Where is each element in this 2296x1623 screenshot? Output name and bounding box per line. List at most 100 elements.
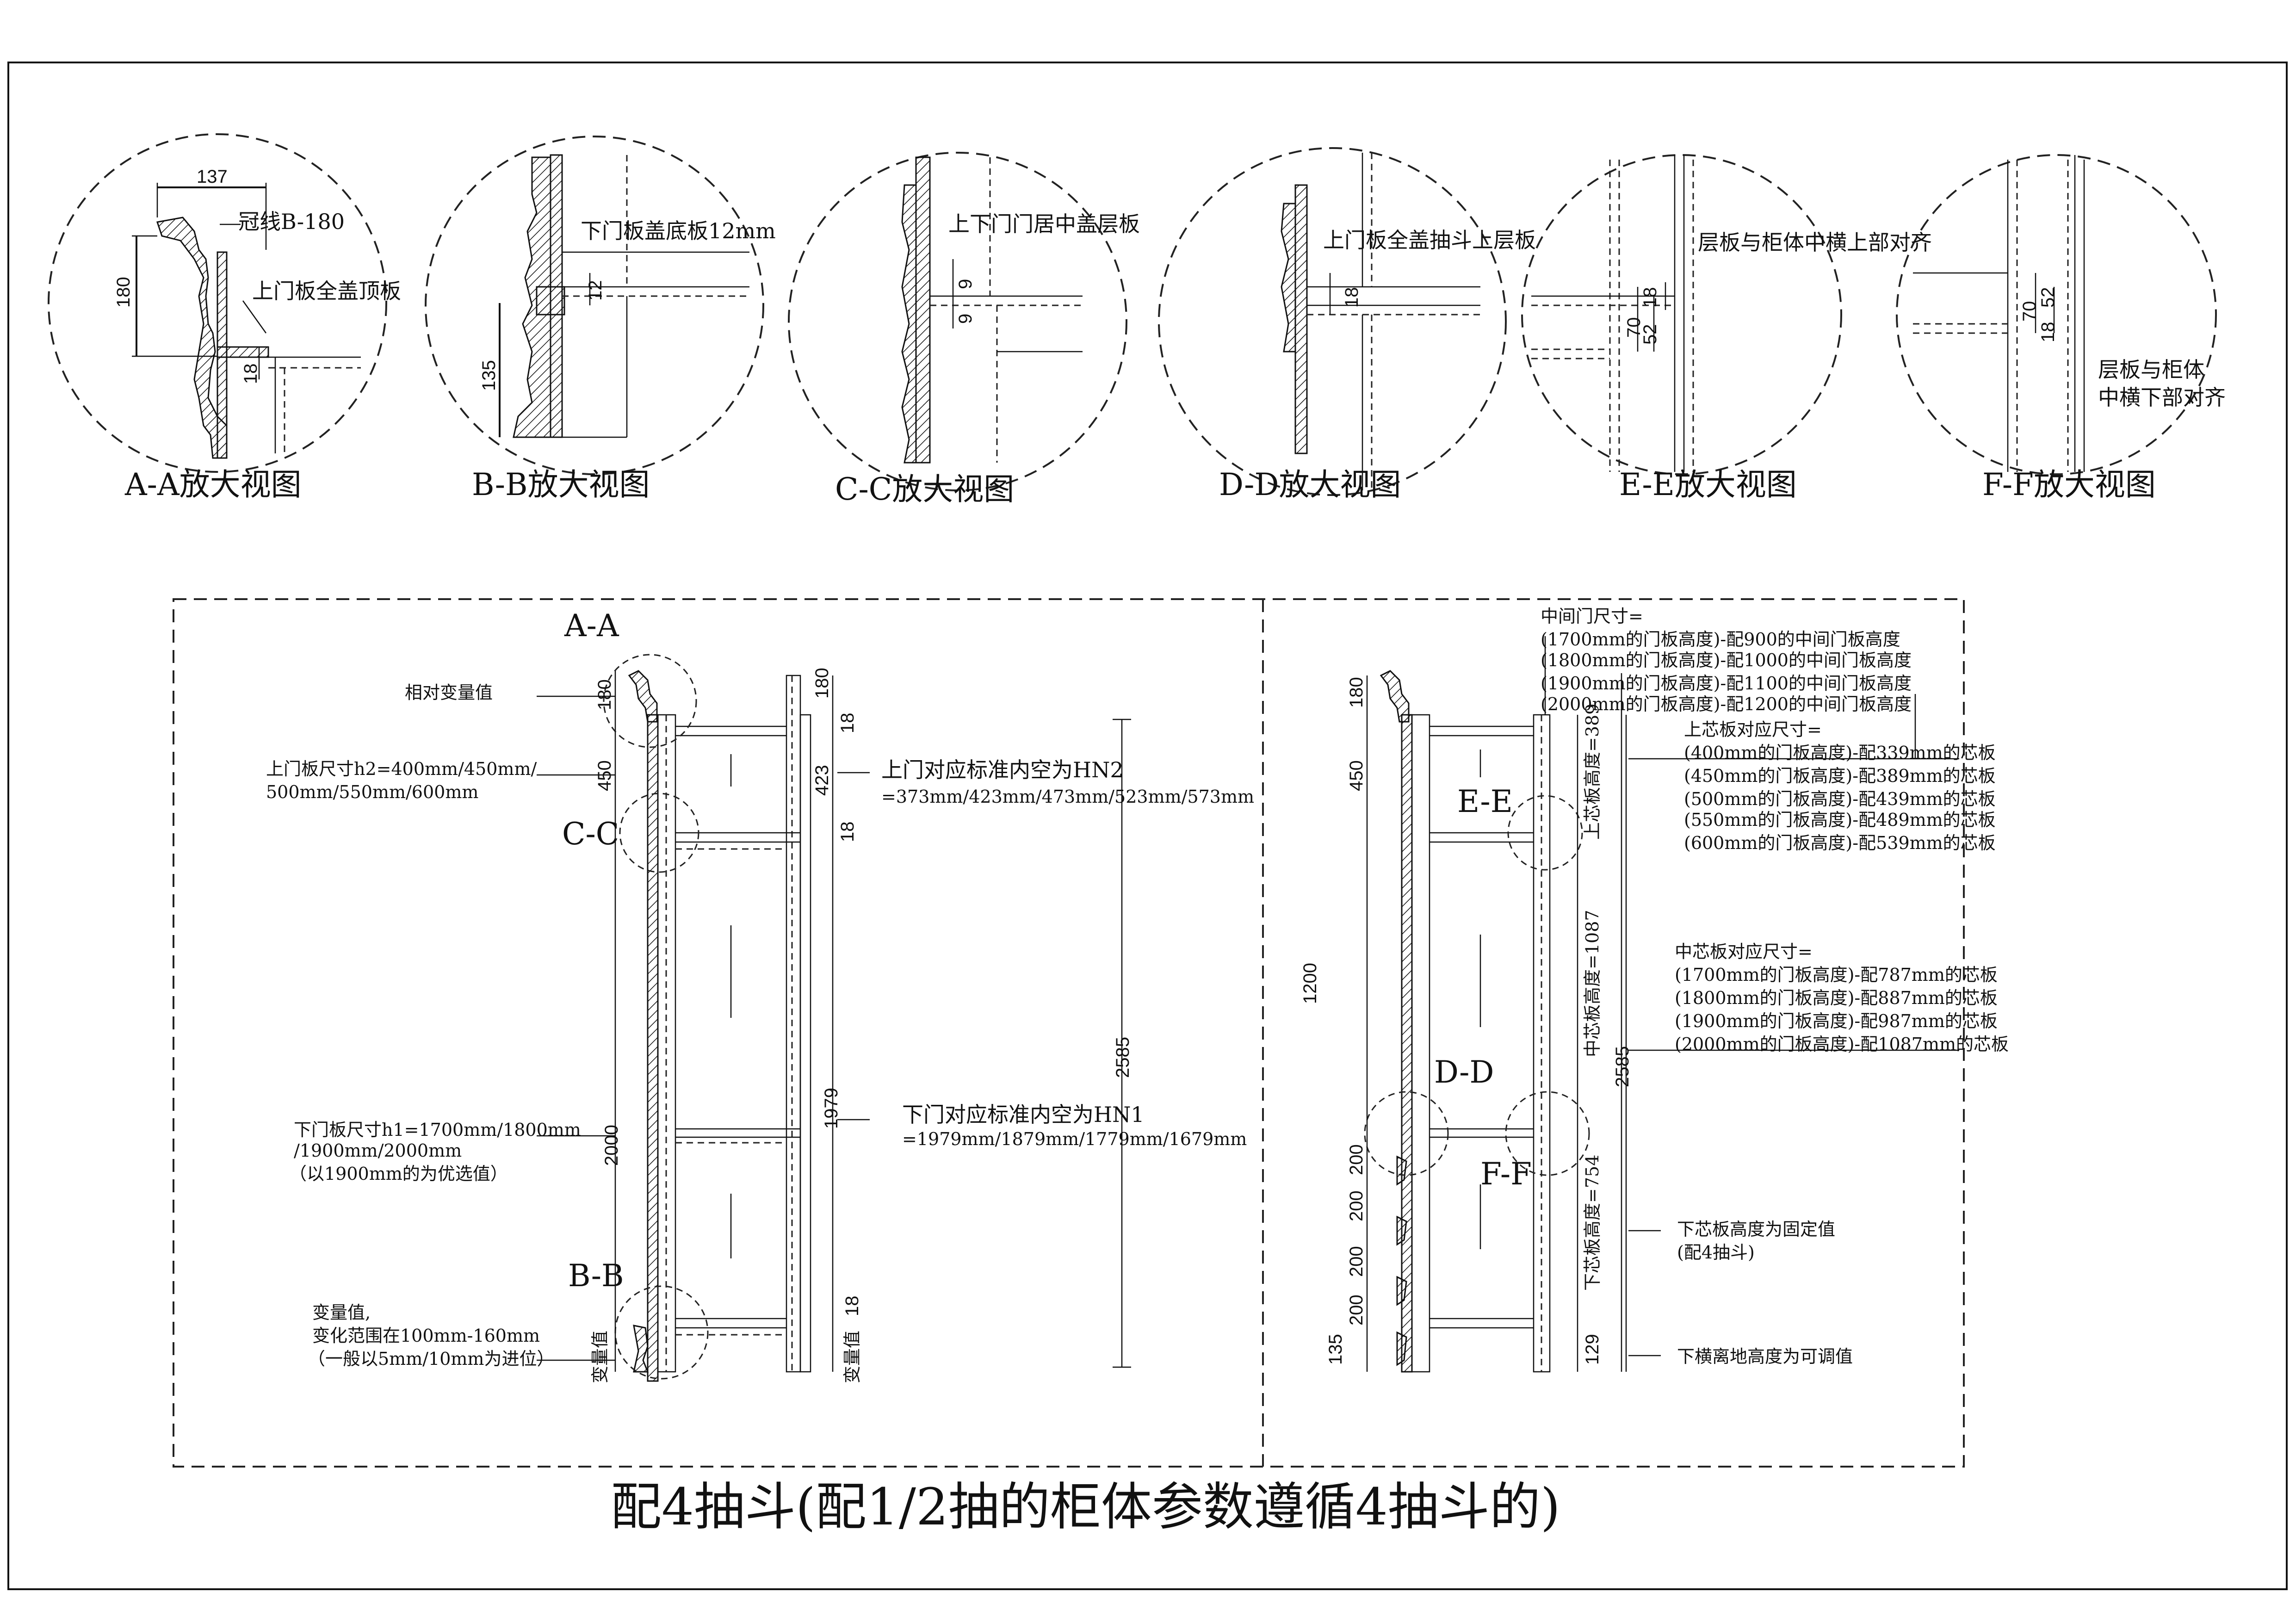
note-upper-door-1: 上门板尺寸h2=400mm/450mm/ xyxy=(266,759,537,779)
rdim-18c: 18 xyxy=(842,1296,862,1317)
rdim-180: 180 xyxy=(812,668,832,699)
r-rdim-2585: 2585 xyxy=(1612,1046,1633,1087)
r-rdim-mid-core: 中芯板高度=1087 xyxy=(1582,910,1603,1057)
r-rdim-129: 129 xyxy=(1582,1334,1603,1365)
label-top-door: 上门板全盖顶板 xyxy=(252,279,401,304)
note-lower-door-2: /1900mm/2000mm xyxy=(294,1140,462,1161)
note-lower-door-3: （以1900mm的为优选值） xyxy=(289,1164,508,1184)
mark-f-f: F-F xyxy=(1480,1156,1532,1192)
lower-note-0: 下芯板高度为固定值 xyxy=(1677,1219,1835,1239)
detail-f-f xyxy=(1896,154,2217,475)
r-ldim-200a: 200 xyxy=(1346,1144,1367,1175)
sheet-border xyxy=(7,62,2288,1590)
ldim-450: 450 xyxy=(594,760,615,791)
mark-d-d: D-D xyxy=(1434,1054,1494,1090)
rdim-423: 423 xyxy=(812,765,832,796)
mid-door-4: (2000mm的门板高度)-配1200的中间门板高度 xyxy=(1541,694,1912,714)
mark-a-a: A-A xyxy=(564,608,619,644)
detail-d-d xyxy=(1158,147,1507,496)
mid-core-4: (2000mm的门板高度)-配1087mm的芯板 xyxy=(1675,1034,2009,1054)
label-b-b: 下门板盖底板12mm xyxy=(581,218,776,243)
ldim-2000: 2000 xyxy=(601,1125,622,1166)
r-ldim-180: 180 xyxy=(1346,677,1367,708)
var-right: 变量值 xyxy=(842,1331,862,1383)
note-hn2-2: =373mm/423mm/473mm/523mm/573mm xyxy=(881,787,1254,807)
mid-door-2: (1800mm的门板高度)-配1000的中间门板高度 xyxy=(1541,650,1912,670)
label-f-f-1: 层板与柜体 xyxy=(2098,357,2204,382)
mid-core-0: 中芯板对应尺寸= xyxy=(1675,942,1813,962)
note-var-3: （一般以5mm/10mm为进位） xyxy=(308,1349,554,1369)
rdim-18a: 18 xyxy=(837,713,858,734)
note-var-1: 变量值, xyxy=(312,1302,371,1323)
dim-52-e: 52 xyxy=(1640,324,1660,345)
detail-e-e xyxy=(1521,154,1842,475)
lower-note-1: (配4抽斗) xyxy=(1677,1242,1755,1263)
dim-18: 18 xyxy=(241,364,261,384)
r-ldim-200c: 200 xyxy=(1346,1246,1367,1277)
upper-core-1: (400mm的门板高度)-配339mm的芯板 xyxy=(1684,743,1996,763)
dim-180: 180 xyxy=(113,277,134,308)
r-rdim-lower-core: 下芯板高度=754 xyxy=(1582,1155,1603,1291)
dim-9a: 9 xyxy=(955,279,976,289)
detail-title-e-e: E-E放大视图 xyxy=(1619,467,1797,502)
label-crown-line: 冠线B-180 xyxy=(238,209,345,234)
upper-core-0: 上芯板对应尺寸= xyxy=(1684,719,1822,740)
note-hn1-2: =1979mm/1879mm/1779mm/1679mm xyxy=(902,1129,1247,1149)
mid-core-2: (1800mm的门板高度)-配887mm的芯板 xyxy=(1675,988,1998,1008)
note-hn1-1: 下门对应标准内空为HN1 xyxy=(902,1102,1145,1127)
r-ldim-200d: 200 xyxy=(1346,1295,1367,1326)
main-title: 配4抽斗(配1/2抽的柜体参数遵循4抽斗的) xyxy=(611,1477,1560,1536)
crown-moulding-profile xyxy=(156,217,228,459)
dim-18-d: 18 xyxy=(1342,287,1362,308)
upper-core-2: (450mm的门板高度)-配389mm的芯板 xyxy=(1684,766,1996,786)
door-profile xyxy=(513,156,551,438)
mark-c-c: C-C xyxy=(562,816,619,852)
mid-door-0: 中间门尺寸= xyxy=(1541,606,1643,626)
note-relative-var: 相对变量值 xyxy=(405,682,493,703)
dim-9b: 9 xyxy=(955,314,976,324)
detail-title-f-f: F-F放大视图 xyxy=(1982,467,2156,502)
detail-title-b-b: B-B放大视图 xyxy=(472,467,650,502)
r-ldim-135: 135 xyxy=(1325,1334,1346,1365)
label-d-d: 上门板全盖抽斗上层板 xyxy=(1323,228,1536,253)
detail-title-c-c: C-C放大视图 xyxy=(835,471,1014,507)
dim-70-f: 70 xyxy=(2019,301,2040,322)
right-cabinet xyxy=(1364,636,1959,1373)
mid-core-1: (1700mm的门板高度)-配787mm的芯板 xyxy=(1675,965,1998,985)
dim-70-e: 70 xyxy=(1624,317,1644,338)
label-f-f-2: 中横下部对齐 xyxy=(2098,385,2226,410)
label-c-c: 上下门门居中盖层板 xyxy=(948,211,1140,236)
ldim-180: 180 xyxy=(594,679,615,710)
note-var-2: 变化范围在100mm-160mm xyxy=(312,1326,540,1346)
r-ldim-450: 450 xyxy=(1346,760,1367,791)
r-ldim-1200: 1200 xyxy=(1300,963,1320,1004)
mark-e-e: E-E xyxy=(1457,784,1513,819)
upper-core-4: (550mm的门板高度)-配489mm的芯板 xyxy=(1684,810,1996,830)
note-upper-door-2: 500mm/550mm/600mm xyxy=(266,782,478,802)
label-e-e: 层板与柜体中横上部对齐 xyxy=(1698,230,1932,255)
rdim-1979: 1979 xyxy=(821,1088,842,1129)
dim-18-f: 18 xyxy=(2038,322,2058,343)
upper-core-3: (500mm的门板高度)-配439mm的芯板 xyxy=(1684,789,1996,809)
dim-18-e: 18 xyxy=(1640,287,1660,308)
mid-door-3: (1900mm的门板高度)-配1100的中间门板高度 xyxy=(1541,673,1912,694)
dim-135: 135 xyxy=(479,360,499,391)
mark-b-b: B-B xyxy=(568,1258,624,1294)
left-cabinet xyxy=(537,654,1131,1382)
elevation-frame xyxy=(173,598,1965,1468)
note-lower-door-1: 下门板尺寸h1=1700mm/1800mm xyxy=(294,1120,581,1140)
detail-title-a-a: A-A放大视图 xyxy=(124,467,302,502)
upper-core-5: (600mm的门板高度)-配539mm的芯板 xyxy=(1684,833,1996,853)
var-left: 变量值 xyxy=(590,1331,610,1383)
note-hn2-1: 上门对应标准内空为HN2 xyxy=(881,757,1124,782)
r-ldim-200b: 200 xyxy=(1346,1190,1367,1221)
dim-12: 12 xyxy=(585,280,606,301)
detail-title-d-d: D-D放大视图 xyxy=(1219,467,1401,502)
door-profile xyxy=(901,184,917,464)
r-rdim-upper-core: 上芯板高度=389 xyxy=(1582,704,1603,840)
dim-137: 137 xyxy=(197,167,228,187)
mid-core-3: (1900mm的门板高度)-配987mm的芯板 xyxy=(1675,1011,1998,1031)
detail-c-c xyxy=(788,152,1127,491)
dim-52-f: 52 xyxy=(2038,287,2058,308)
